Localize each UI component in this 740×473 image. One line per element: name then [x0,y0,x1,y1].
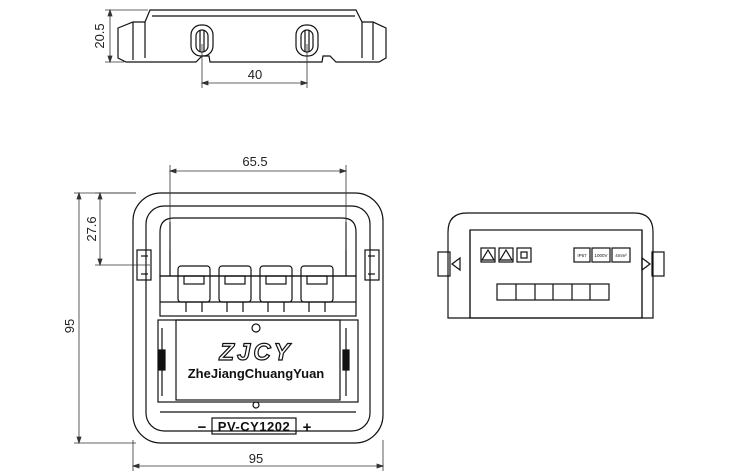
front-view [132,192,384,444]
top-dim-height-label: 20.5 [92,23,107,48]
warning-symbol-1 [480,247,496,263]
rating-ip [573,247,591,263]
front-dim-inner-height [95,191,150,267]
right-diode [342,328,350,396]
top-view [117,9,387,63]
side-right-latch [641,251,665,277]
terminal-4 [300,265,334,312]
front-inner-body [145,205,371,432]
left-diode [158,328,166,396]
side-view-inner [469,229,643,319]
front-dim-width-label: 95 [249,451,263,466]
model-badge [211,417,297,435]
rating-cable [611,247,631,263]
top-view-outline [117,9,387,63]
side-left-latch [437,251,461,277]
front-screw-hole [251,323,261,333]
terminal-3 [259,265,293,312]
front-dim-inner-width [168,165,348,250]
warning-symbol-3 [516,247,532,263]
warning-symbol-2 [498,247,514,263]
rating-ip-text: IP67 [577,253,587,258]
logo-text: ZJCY [218,339,292,366]
terminal-1 [177,265,211,312]
front-dim-inner-height-label: 27.6 [84,216,99,241]
minus-sign: − [198,419,207,436]
front-lid-recess [159,217,357,277]
brand-text: ZheJiangChuangYuan [188,366,325,381]
terminal-2 [218,265,252,312]
front-outer-body [132,192,384,444]
front-dim-height-label: 95 [62,319,77,333]
front-bottom-hole [252,401,260,409]
terminal-block [159,275,357,317]
front-right-latch [364,249,380,281]
plus-sign: + [303,419,312,436]
top-dim-height [105,8,148,64]
top-right-gland [295,24,319,57]
front-dim-height [74,191,136,445]
front-dim-inner-width-label: 65.5 [242,154,267,169]
rating-cable-text: 4mm² [615,253,627,258]
top-dim-pitch [200,44,309,88]
side-view [437,212,665,319]
rating-voltage-text: 1000V [594,253,607,258]
top-dim-pitch-label: 40 [248,67,262,82]
front-label-panel [175,319,341,401]
model-text: PV-CY1202 [218,419,290,434]
side-view-outline [447,212,654,319]
rating-voltage [591,247,611,263]
front-dim-width [131,440,385,471]
